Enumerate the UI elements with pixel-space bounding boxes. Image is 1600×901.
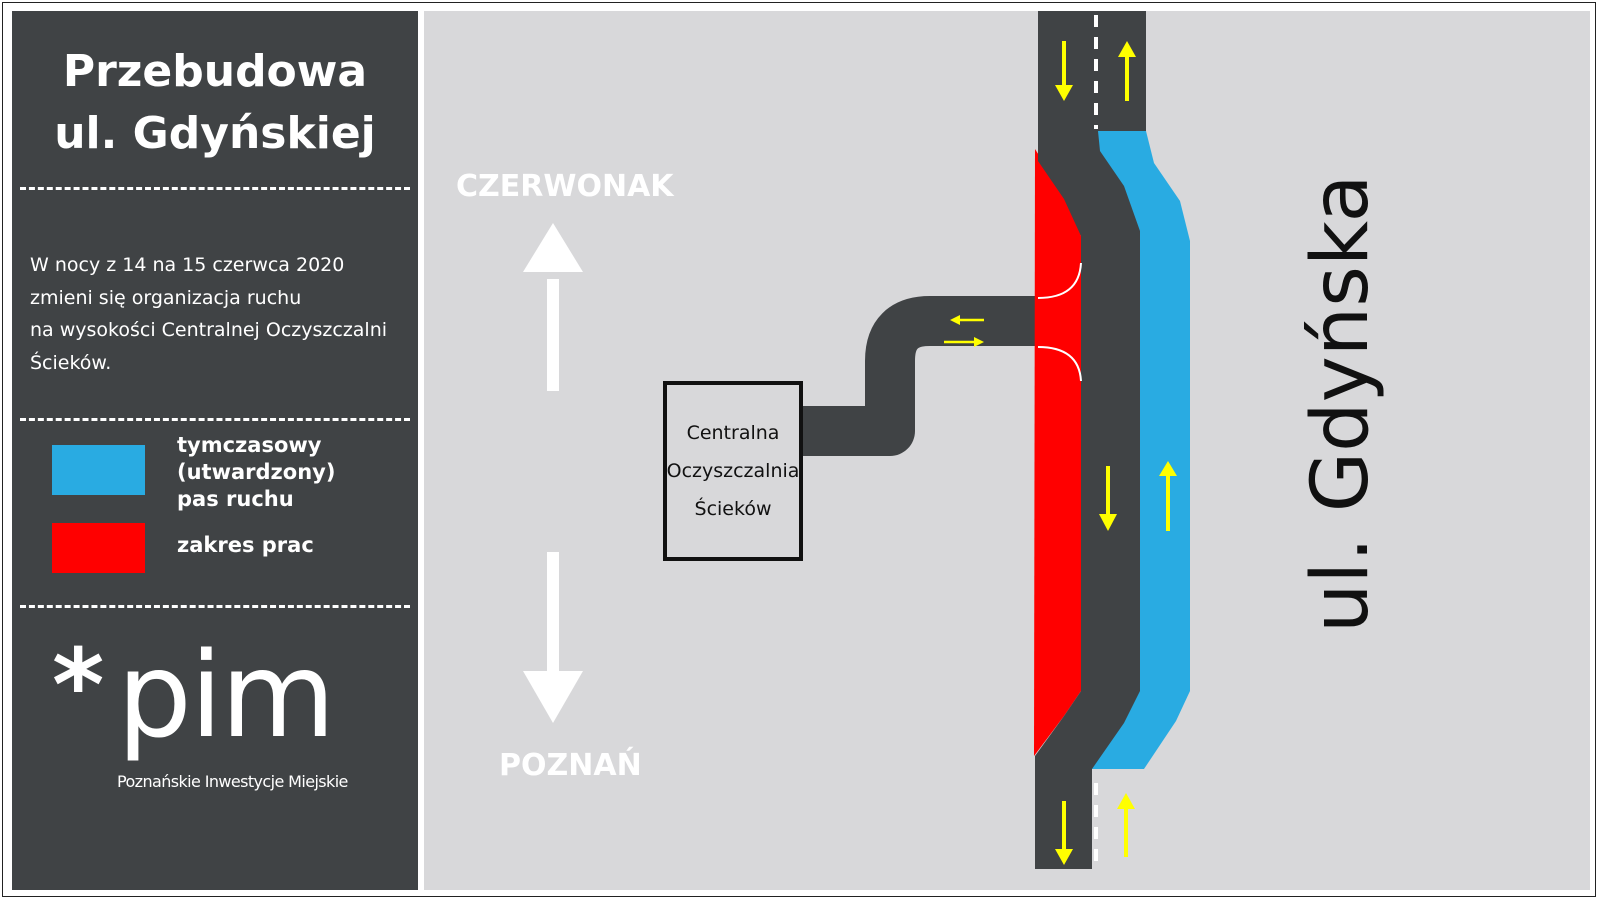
legend-line: pas ruchu bbox=[177, 487, 294, 511]
access-road bbox=[800, 296, 1039, 456]
description-line: zmieni się organizacja ruchu bbox=[30, 286, 302, 309]
title-line-1: Przebudowa bbox=[62, 46, 368, 97]
direction-label-south: POZNAŃ bbox=[499, 748, 642, 783]
treatment-plant-building: Centralna Oczyszczalnia Ścieków bbox=[663, 381, 803, 561]
direction-arrow-south bbox=[523, 552, 583, 723]
main-road bbox=[1035, 11, 1146, 869]
legend-line: (utwardzony) bbox=[177, 460, 336, 484]
legend-line: zakres prac bbox=[177, 533, 314, 557]
title-line-2: ul. Gdyńskiej bbox=[54, 108, 376, 159]
street-name-label: ul. Gdyńska bbox=[1296, 174, 1386, 633]
traffic-arrows bbox=[944, 41, 1177, 865]
direction-label-north: CZERWONAK bbox=[456, 169, 674, 204]
divider-2 bbox=[20, 418, 410, 421]
legend-swatch-work-zone bbox=[52, 523, 145, 573]
crossing-arc-top bbox=[1037, 262, 1082, 299]
legend-label-temporary-lane: tymczasowy (utwardzony) pas ruchu bbox=[177, 432, 335, 513]
logo-wordmark: pim bbox=[117, 626, 336, 764]
description-line: na wysokości Centralnej Oczyszczalni bbox=[30, 319, 388, 341]
map-area bbox=[424, 11, 1590, 890]
info-panel: Przebudowa ul. Gdyńskiej W nocy z 14 na … bbox=[12, 11, 418, 890]
legend-swatch-temporary-lane bbox=[52, 445, 145, 495]
description: W nocy z 14 na 15 czerwca 2020 zmieni si… bbox=[30, 249, 410, 379]
plant-label-line: Oczyszczalnia bbox=[666, 460, 800, 482]
legend-label-work-zone: zakres prac bbox=[177, 532, 314, 559]
legend-line: tymczasowy bbox=[177, 433, 322, 457]
description-line: Ścieków. bbox=[30, 351, 112, 374]
description-line: W nocy z 14 na 15 czerwca 2020 bbox=[30, 254, 345, 276]
crossing-arc-bottom bbox=[1037, 346, 1082, 382]
logo-subtitle: Poznańskie Inwestycje Miejskie bbox=[117, 772, 348, 791]
panel-title: Przebudowa ul. Gdyńskiej bbox=[12, 41, 418, 165]
plant-label-line: Centralna bbox=[686, 422, 780, 444]
divider-1 bbox=[20, 187, 410, 190]
logo-asterisk: * bbox=[52, 627, 105, 744]
road-diagram bbox=[523, 11, 1190, 869]
work-zone bbox=[1034, 149, 1081, 756]
divider-3 bbox=[20, 605, 410, 608]
plant-label-line: Ścieków bbox=[694, 498, 772, 520]
direction-arrow-north bbox=[523, 223, 583, 391]
